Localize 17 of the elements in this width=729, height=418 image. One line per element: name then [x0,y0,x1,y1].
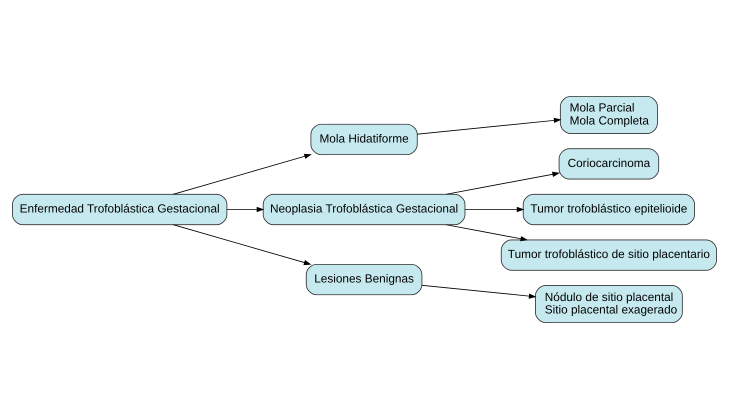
node-box: Lesiones Benignas [306,263,422,295]
arrow [446,171,560,194]
arrow [416,117,562,134]
node-box: Mola Hidatiforme [310,123,418,155]
node-box: Nódulo de sitio placental Sitio placental exagerado [535,284,683,323]
node-box: Mola Parcial Mola Completa [560,95,658,134]
arrow [446,224,528,241]
node-box: Tumor trofoblástico epitelioide [522,193,695,225]
node-box: Coriocarcinoma [558,148,660,180]
arrow [422,284,537,298]
arrow [172,153,312,194]
node-box: Neoplasia Trofoblástica Gestacional [262,193,466,225]
node-box: Tumor trofoblástico de sitio placentario [500,238,717,270]
arrow [464,206,524,212]
arrow [172,224,312,265]
arrow [226,206,264,212]
node-box: Enfermedad Trofoblástica Gestacional [12,193,228,225]
